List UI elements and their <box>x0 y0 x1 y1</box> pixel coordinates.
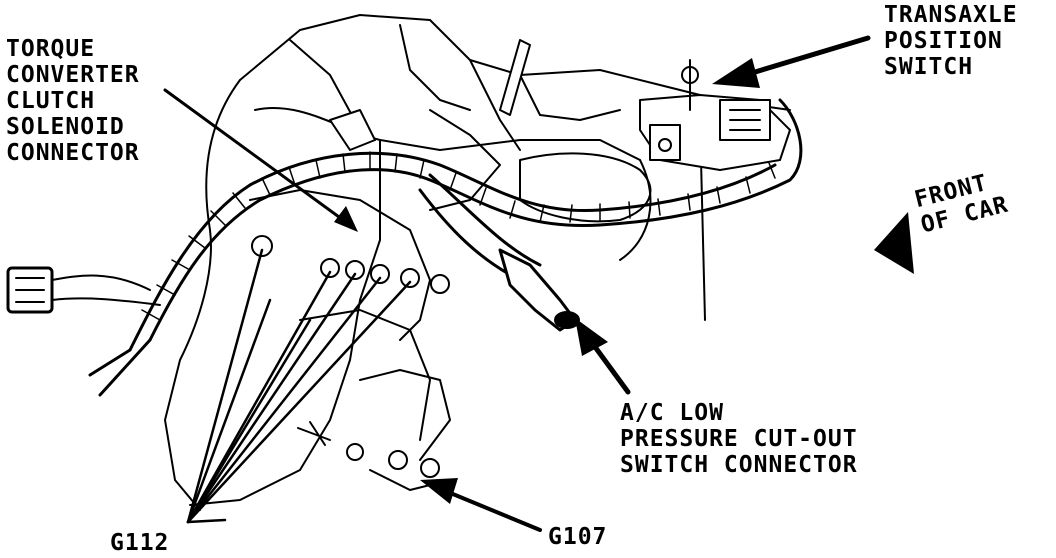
tcc-label-line: CONVERTER <box>6 62 140 88</box>
ground-studs <box>251 235 451 491</box>
tcc-label-line: CLUTCH <box>6 88 96 114</box>
g107-label: G107 <box>548 524 608 550</box>
tcc-label-line: TORQUE <box>6 36 96 62</box>
ac-label-line: SWITCH CONNECTOR <box>620 452 858 478</box>
ac-switch-connector <box>498 248 580 332</box>
tcc-connector-label: TORQUE CONVERTER CLUTCH SOLENOID CONNECT… <box>6 36 140 166</box>
tcc-leader <box>163 88 358 232</box>
ac-switch-label: A/C LOW PRESSURE CUT-OUT SWITCH CONNECTO… <box>620 400 858 478</box>
ac-label-line: A/C LOW <box>620 400 724 426</box>
ac-switch-arrow <box>575 318 631 395</box>
tcc-label-line: CONNECTOR <box>6 140 140 166</box>
tps-label-line: POSITION <box>884 28 1003 54</box>
g107-arrow <box>420 478 542 532</box>
ac-label-line: PRESSURE CUT-OUT <box>620 426 858 452</box>
tps-label-line: SWITCH <box>884 54 974 80</box>
front-of-car-arrow <box>874 212 914 274</box>
tcc-connector-body <box>6 109 376 314</box>
tcc-label-line: SOLENOID <box>6 114 125 140</box>
transaxle-position-switch <box>639 59 791 171</box>
tps-arrow <box>712 35 871 88</box>
tps-label-line: TRANSAXLE <box>884 2 1018 28</box>
g112-label: G112 <box>110 530 170 556</box>
g112-leader-lines <box>186 248 412 524</box>
harness-ribbing <box>141 151 776 321</box>
transaxle-switch-label: TRANSAXLE POSITION SWITCH <box>884 2 1018 80</box>
